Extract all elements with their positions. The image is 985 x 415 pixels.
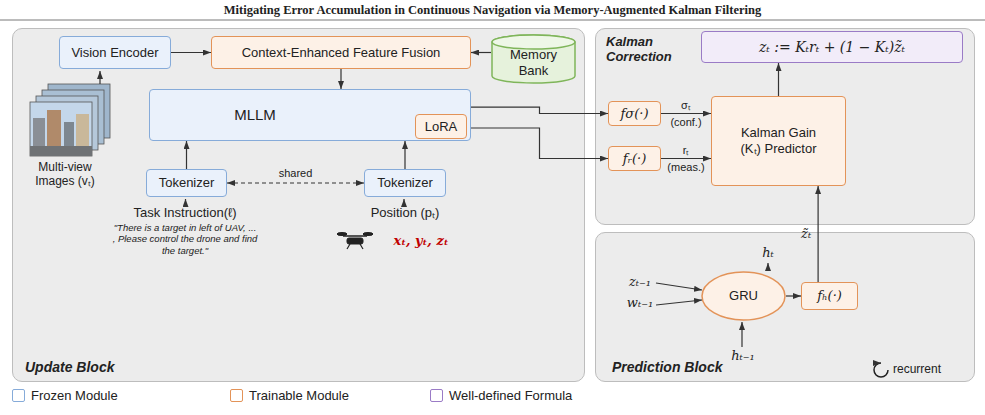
tokenizer-box: Tokenizer: [364, 169, 446, 197]
text-label: wₜ₋₁: [622, 295, 658, 311]
legend-text: Frozen Module: [31, 388, 118, 403]
edge-label: rₜ (meas.): [664, 141, 708, 175]
node-text: zₜ := Kₜrₜ + (1 − Kₜ)z̃ₜ: [759, 39, 905, 56]
legend-swatch: [230, 389, 243, 402]
encoder-box: Vision Encoder: [59, 36, 171, 69]
adapter-box: LoRA: [415, 114, 467, 139]
node-text: LoRA: [425, 119, 458, 135]
block-panel: Update Block Vision Encoder Context-Enhanc…: [12, 28, 585, 382]
text-label: Task Instruction(ℓ): [110, 205, 260, 221]
panel-title: Update Block: [25, 359, 114, 375]
function-box: fᵣ(·): [608, 146, 661, 171]
legend-swatch: [12, 389, 25, 402]
tokenizer-box: Tokenizer: [146, 169, 227, 197]
formula-box: zₜ := Kₜrₜ + (1 − Kₜ)z̃ₜ: [701, 31, 963, 63]
text-label: hₜ: [756, 245, 780, 261]
node-text: Tokenizer: [377, 175, 433, 191]
function-box: fσ(·): [608, 101, 661, 126]
text-label: Position (pₜ): [350, 205, 460, 221]
legend-item: Well-defined Formula: [430, 388, 572, 403]
legend-text: Well-defined Formula: [449, 388, 572, 403]
node-text: Memory Bank: [504, 47, 564, 78]
edge-label: shared: [279, 165, 313, 182]
legend-item: Trainable Module: [230, 388, 349, 403]
legend-text: Trainable Module: [249, 388, 349, 403]
function-box: fₕ(·): [801, 282, 858, 310]
edge-label: z̃ₜ: [801, 224, 811, 244]
predictor-box: Kalman Gain (Kₜ) Predictor: [711, 96, 846, 186]
text-label: xₜ, yₜ, zₜ: [376, 233, 466, 249]
node-text: Context-Enhanced Feature Fusion: [242, 45, 441, 61]
page-title: Mitigating Error Accumulation in Continu…: [0, 3, 985, 18]
node-text: fₕ(·): [817, 288, 842, 304]
legend-item: Frozen Module: [12, 388, 118, 403]
panel-title: Kalman Correction: [606, 35, 686, 65]
node-text: Vision Encoder: [71, 45, 158, 61]
text-label: zₜ₋₁: [622, 274, 658, 290]
node-text: Tokenizer: [159, 175, 215, 191]
panel-title: Prediction Block: [612, 359, 722, 375]
text-label: Multi-view Images (vₜ): [22, 160, 108, 189]
header-rule: [0, 20, 985, 21]
block-panel: Kalman Correction zₜ := Kₜrₜ + (1 − Kₜ)z̃…: [595, 28, 975, 225]
node-text: fᵣ(·): [623, 151, 647, 167]
node-text: fσ(·): [621, 106, 649, 122]
text-label: hₜ₋₁: [726, 348, 760, 364]
edge-label: σₜ (conf.): [664, 96, 708, 130]
text-label: recurrent: [893, 362, 973, 376]
model-box: MLLM LoRA: [149, 89, 471, 141]
node-text: MLLM: [234, 106, 276, 124]
node-text: GRU: [729, 288, 758, 304]
fusion-box: Context-Enhanced Feature Fusion: [211, 36, 471, 69]
node-text: Kalman Gain (Kₜ) Predictor: [731, 125, 827, 156]
text-label: "There is a target in left of UAV, ... ,…: [112, 222, 258, 256]
gru-ellipse: GRU: [701, 271, 786, 321]
memory-cylinder: Memory Bank: [491, 34, 576, 84]
legend-swatch: [430, 389, 443, 402]
